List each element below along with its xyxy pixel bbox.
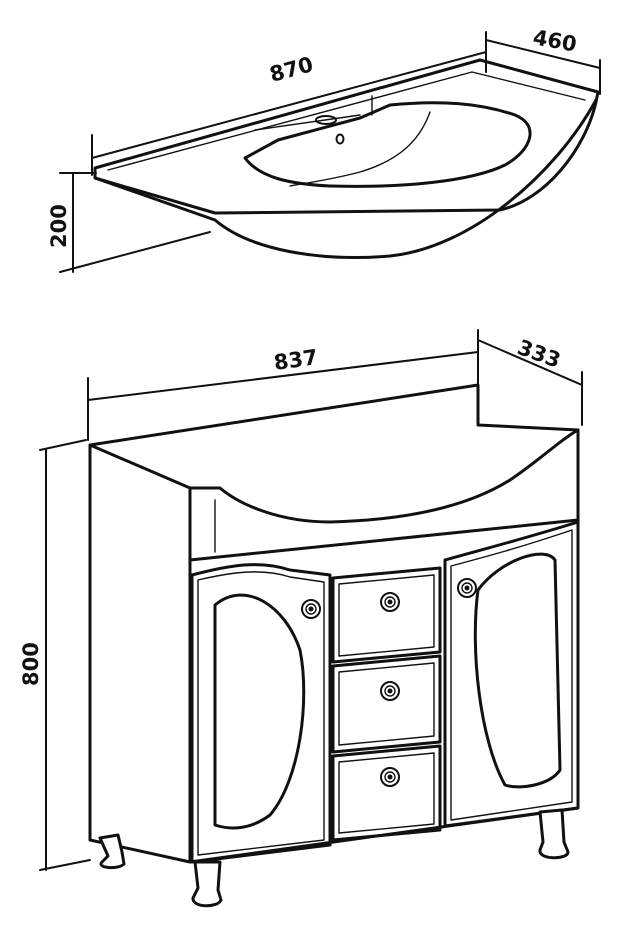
- right-door-knob-icon: [457, 578, 477, 598]
- cabinet-dimension-lines: [39, 329, 583, 871]
- overflow-hole: [335, 133, 345, 145]
- sink-bowl-curve: [289, 111, 431, 187]
- sink-back-ledge: [254, 114, 361, 131]
- drawer-top[interactable]: [331, 566, 442, 664]
- cabinet-front-top-rail: [188, 428, 580, 562]
- drawer-top-knob-icon: [380, 592, 400, 612]
- cabinet-drawing: 837 333 800: [19, 329, 583, 908]
- drawer-bottom-knob-icon: [380, 767, 400, 787]
- left-door-glass-panel: [213, 593, 306, 830]
- cabinet-legs: [98, 808, 570, 908]
- sink-top-slab: [93, 58, 600, 215]
- left-door-knob-icon: [301, 599, 321, 619]
- sink-height-label: 200: [47, 204, 71, 248]
- cabinet-side-panel: [88, 443, 192, 864]
- right-door[interactable]: [443, 520, 580, 828]
- sink-bowl-opening: [243, 101, 532, 188]
- cabinet-front-frame: [188, 518, 580, 864]
- washbasin-drawing: 870 460 200: [47, 25, 601, 273]
- tap-hole: [315, 115, 337, 125]
- cabinet-top-edge: [88, 383, 580, 447]
- sink-rim-edge: [107, 71, 586, 171]
- left-door[interactable]: [190, 563, 332, 864]
- sink-width-label: 870: [267, 52, 316, 87]
- cabinet-height-label: 800: [19, 642, 43, 686]
- drawer-middle[interactable]: [331, 654, 442, 754]
- right-door-glass-panel: [473, 552, 562, 789]
- cabinet-width-label: 837: [272, 345, 319, 375]
- drawer-middle-knob-icon: [380, 681, 400, 701]
- sink-dimension-lines: [59, 31, 601, 273]
- sink-bowl-body: [93, 98, 598, 259]
- drawer-bottom[interactable]: [331, 744, 442, 842]
